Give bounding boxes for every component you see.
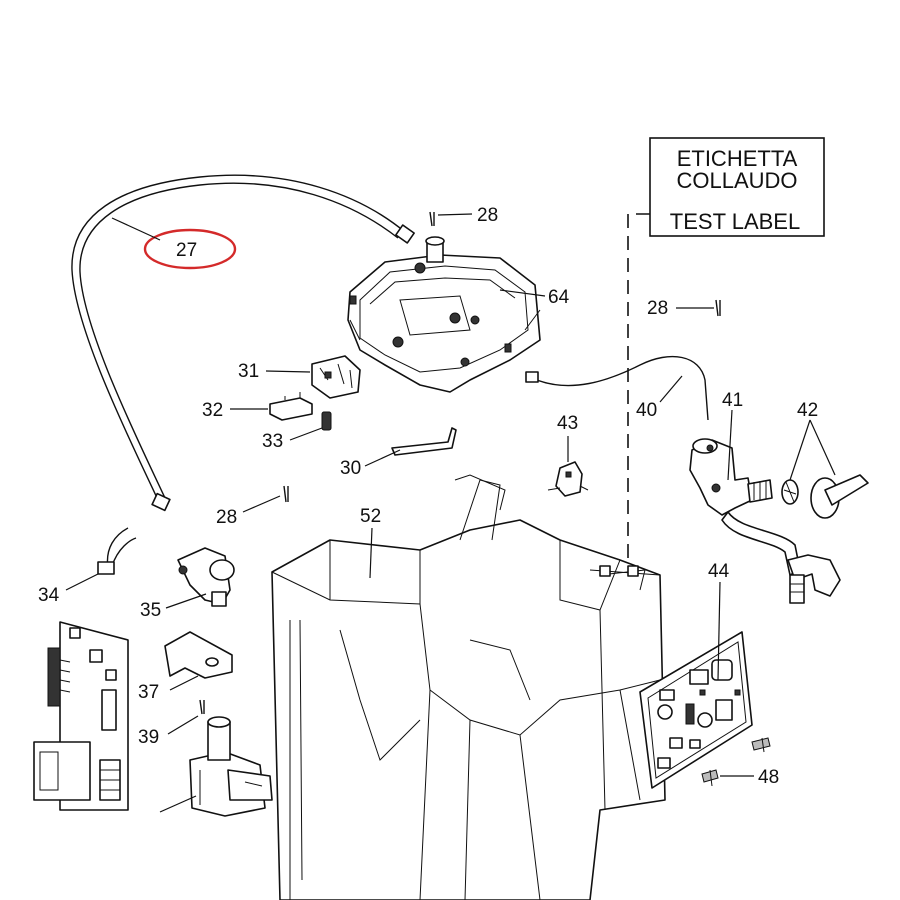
part-number-34: 34 — [38, 585, 60, 606]
screws-48 — [701, 737, 771, 787]
control-board — [33, 621, 129, 811]
part-number-41: 41 — [722, 390, 743, 411]
part-number-28-top: 28 — [477, 205, 498, 226]
valve-41 — [689, 409, 841, 604]
label-line-3: TEST LABEL — [670, 209, 800, 234]
part-number-35: 35 — [140, 600, 161, 621]
part-number-42: 42 — [797, 400, 818, 421]
sensor-34 — [65, 527, 137, 591]
part-number-43: 43 — [557, 413, 578, 434]
label-line-2: COLLAUDO — [676, 168, 797, 193]
connector-31 — [265, 355, 361, 399]
part-number-52: 52 — [360, 506, 381, 527]
bracket-43 — [547, 436, 589, 497]
bracket-32 — [230, 392, 313, 421]
knob-42 — [747, 419, 869, 519]
rod-30 — [364, 427, 457, 467]
boiler-64 — [347, 236, 546, 393]
test-label-box: ETICHETTA COLLAUDO TEST LABEL — [627, 137, 825, 660]
spring-33 — [289, 411, 332, 441]
part-number-28-right: 28 — [647, 298, 668, 319]
hose-40 — [525, 355, 709, 421]
highlight-ring-27 — [143, 228, 237, 270]
part-number-33: 33 — [262, 431, 283, 452]
part-number-31: 31 — [238, 361, 259, 382]
clip-39 — [167, 699, 205, 735]
clip-28-left — [242, 485, 289, 513]
solenoid-valve — [159, 716, 273, 817]
clip-28-top — [429, 211, 473, 227]
part-number-48: 48 — [758, 767, 779, 788]
part-number-30: 30 — [340, 458, 361, 479]
clip-28-right — [676, 299, 721, 317]
label-line-1: ETICHETTA — [677, 146, 798, 171]
part-number-39: 39 — [138, 727, 159, 748]
tube-27 — [71, 174, 415, 512]
part-number-44: 44 — [708, 561, 730, 582]
part-number-32: 32 — [202, 400, 223, 421]
part-number-37: 37 — [138, 682, 159, 703]
part-number-27: 27 — [176, 240, 197, 261]
bracket-37 — [164, 631, 233, 691]
part-number-28-left: 28 — [216, 507, 237, 528]
pump-35 — [165, 547, 235, 609]
part-number-64: 64 — [548, 287, 570, 308]
part-number-40: 40 — [636, 400, 657, 421]
frame-52 — [271, 474, 666, 900]
board-44 — [639, 581, 753, 789]
